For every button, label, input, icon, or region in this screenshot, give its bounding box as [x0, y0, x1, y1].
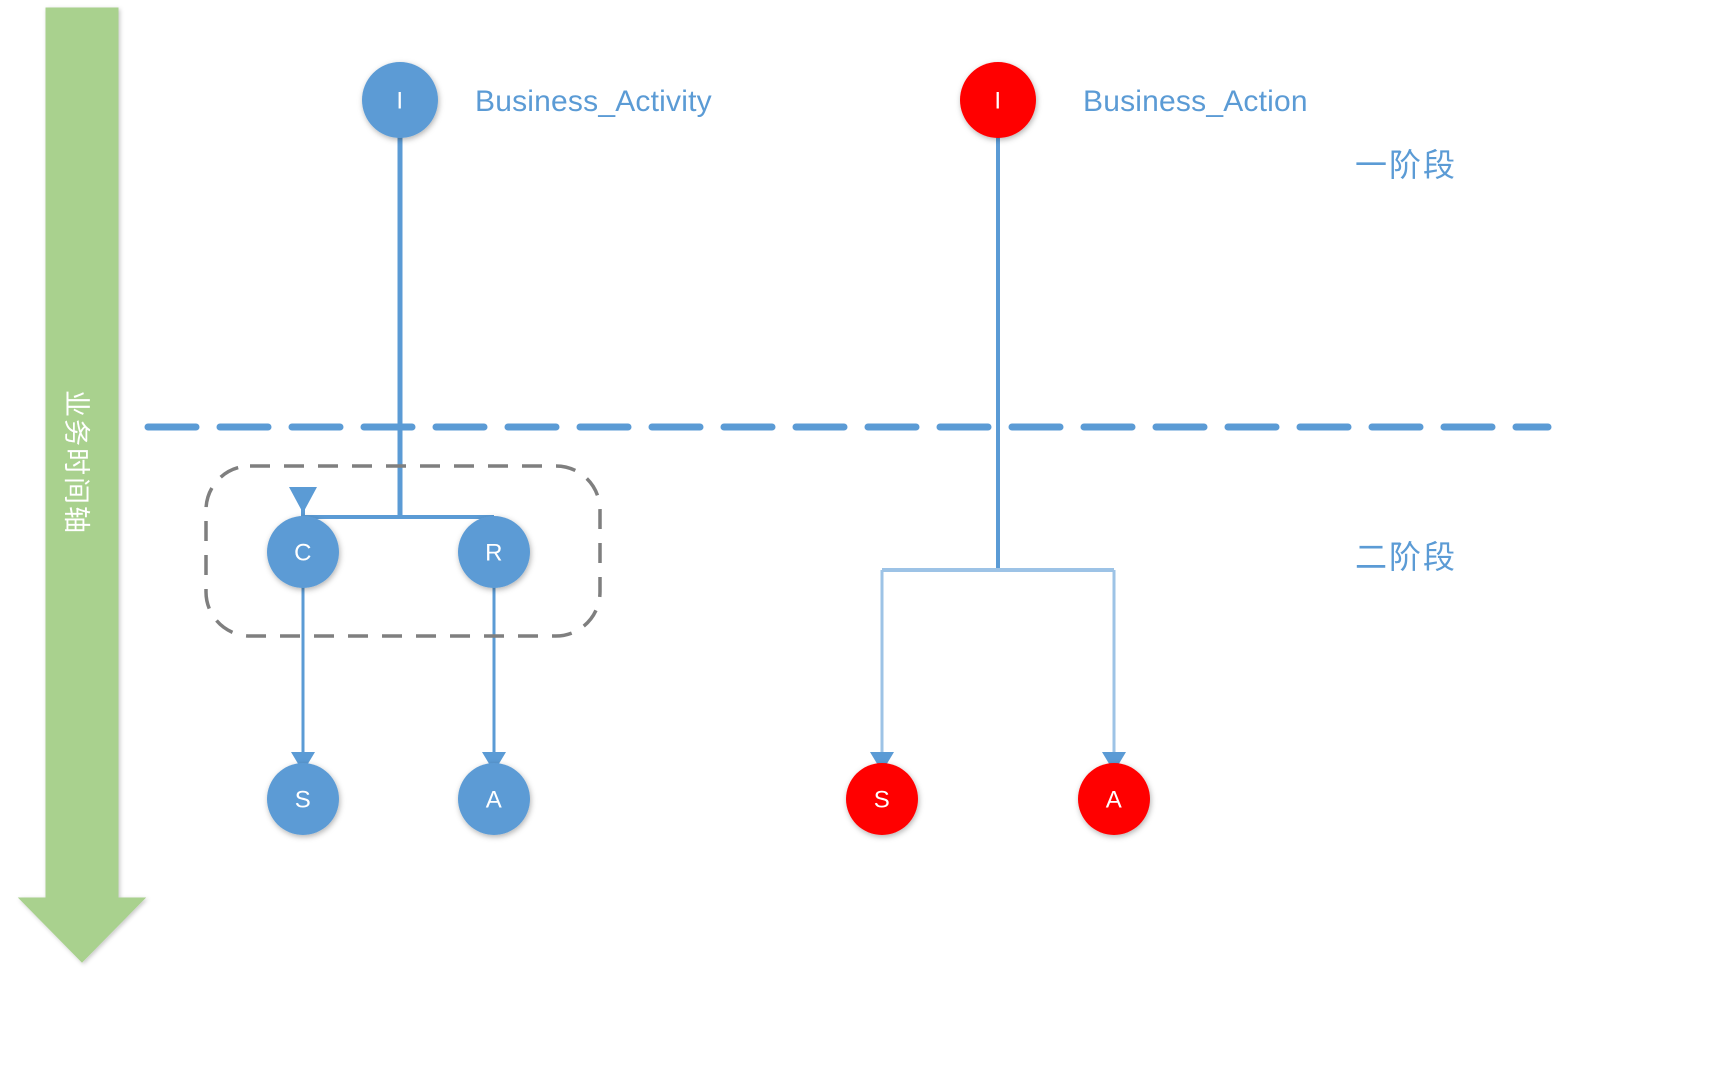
node-left-a[interactable]: A — [458, 763, 530, 835]
arrowhead-to-a-left-icon — [482, 752, 506, 772]
arrowhead-to-s-left-icon — [291, 752, 315, 772]
node-left-root-i[interactable]: I — [362, 62, 438, 138]
node-left-s-label: S — [295, 787, 312, 814]
node-left-root-i-label: I — [396, 88, 403, 115]
node-left-c[interactable]: C — [267, 516, 339, 588]
node-right-root-i[interactable]: I — [960, 62, 1036, 138]
node-left-s[interactable]: S — [267, 763, 339, 835]
cr-group-dashed-box — [204, 464, 602, 638]
node-right-s[interactable]: S — [846, 763, 918, 835]
node-left-a-label: A — [486, 787, 503, 814]
business-timeline-arrow — [17, 7, 147, 963]
node-right-s-label: S — [874, 787, 891, 814]
phase-one-label: 一阶段 — [1355, 146, 1458, 184]
business-action-label: Business_Action — [1083, 85, 1308, 118]
node-left-r[interactable]: R — [458, 516, 530, 588]
business-activity-label: Business_Activity — [475, 85, 712, 118]
node-right-a[interactable]: A — [1078, 763, 1150, 835]
node-left-r-label: R — [485, 540, 503, 567]
node-right-a-label: A — [1106, 787, 1123, 814]
phase-two-label: 二阶段 — [1355, 538, 1458, 576]
node-left-c-label: C — [294, 540, 312, 567]
arrowhead-to-a-right-icon — [1102, 752, 1126, 772]
node-right-root-i-label: I — [994, 88, 1001, 115]
arrowhead-to-s-right-icon — [870, 752, 894, 772]
